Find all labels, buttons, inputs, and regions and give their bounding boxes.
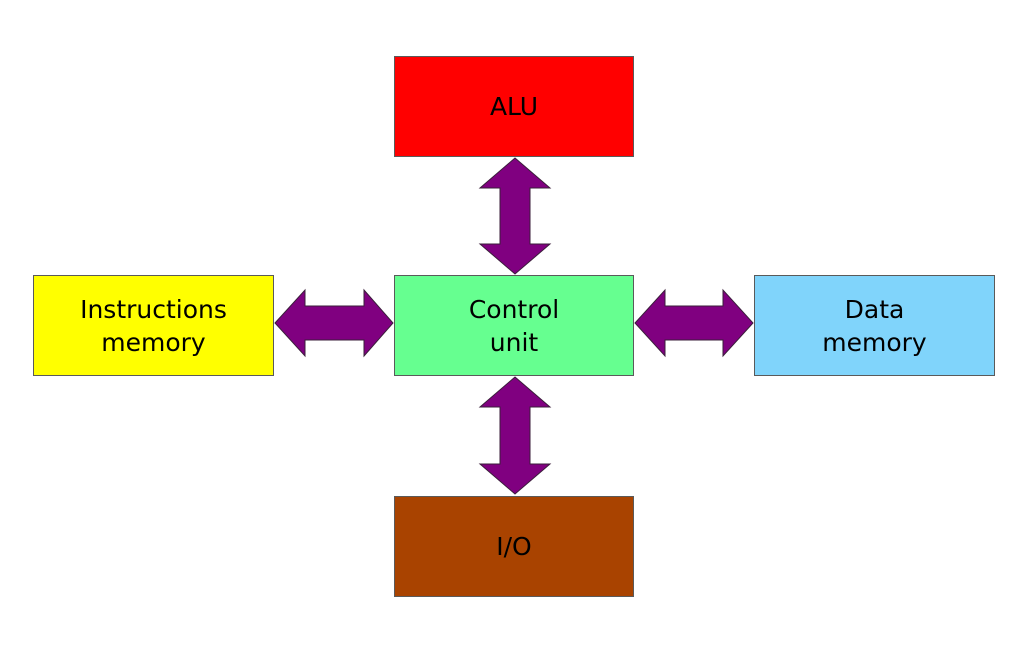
control-unit-label-line-1: Control [468, 294, 560, 324]
data-memory-block: Data memory [754, 275, 995, 376]
data-memory-label-line-2: memory [822, 327, 927, 357]
instructions-memory-label-line-2: memory [101, 327, 206, 357]
arrow-control-io [478, 376, 552, 495]
instructions-memory-block: Instructions memory [33, 275, 274, 376]
instructions-memory-label-line-1: Instructions [80, 294, 227, 324]
io-label: I/O [496, 532, 532, 561]
alu-label: ALU [489, 92, 539, 121]
control-unit-label-line-2: unit [489, 327, 539, 357]
arrow-alu-control [478, 157, 552, 275]
control-unit-block: Control unit [394, 275, 634, 376]
data-memory-label-line-1: Data [844, 294, 905, 324]
io-block: I/O [394, 496, 634, 597]
arrow-control-data [634, 288, 754, 358]
arrow-instructions-control [274, 288, 394, 358]
alu-block: ALU [394, 56, 634, 157]
